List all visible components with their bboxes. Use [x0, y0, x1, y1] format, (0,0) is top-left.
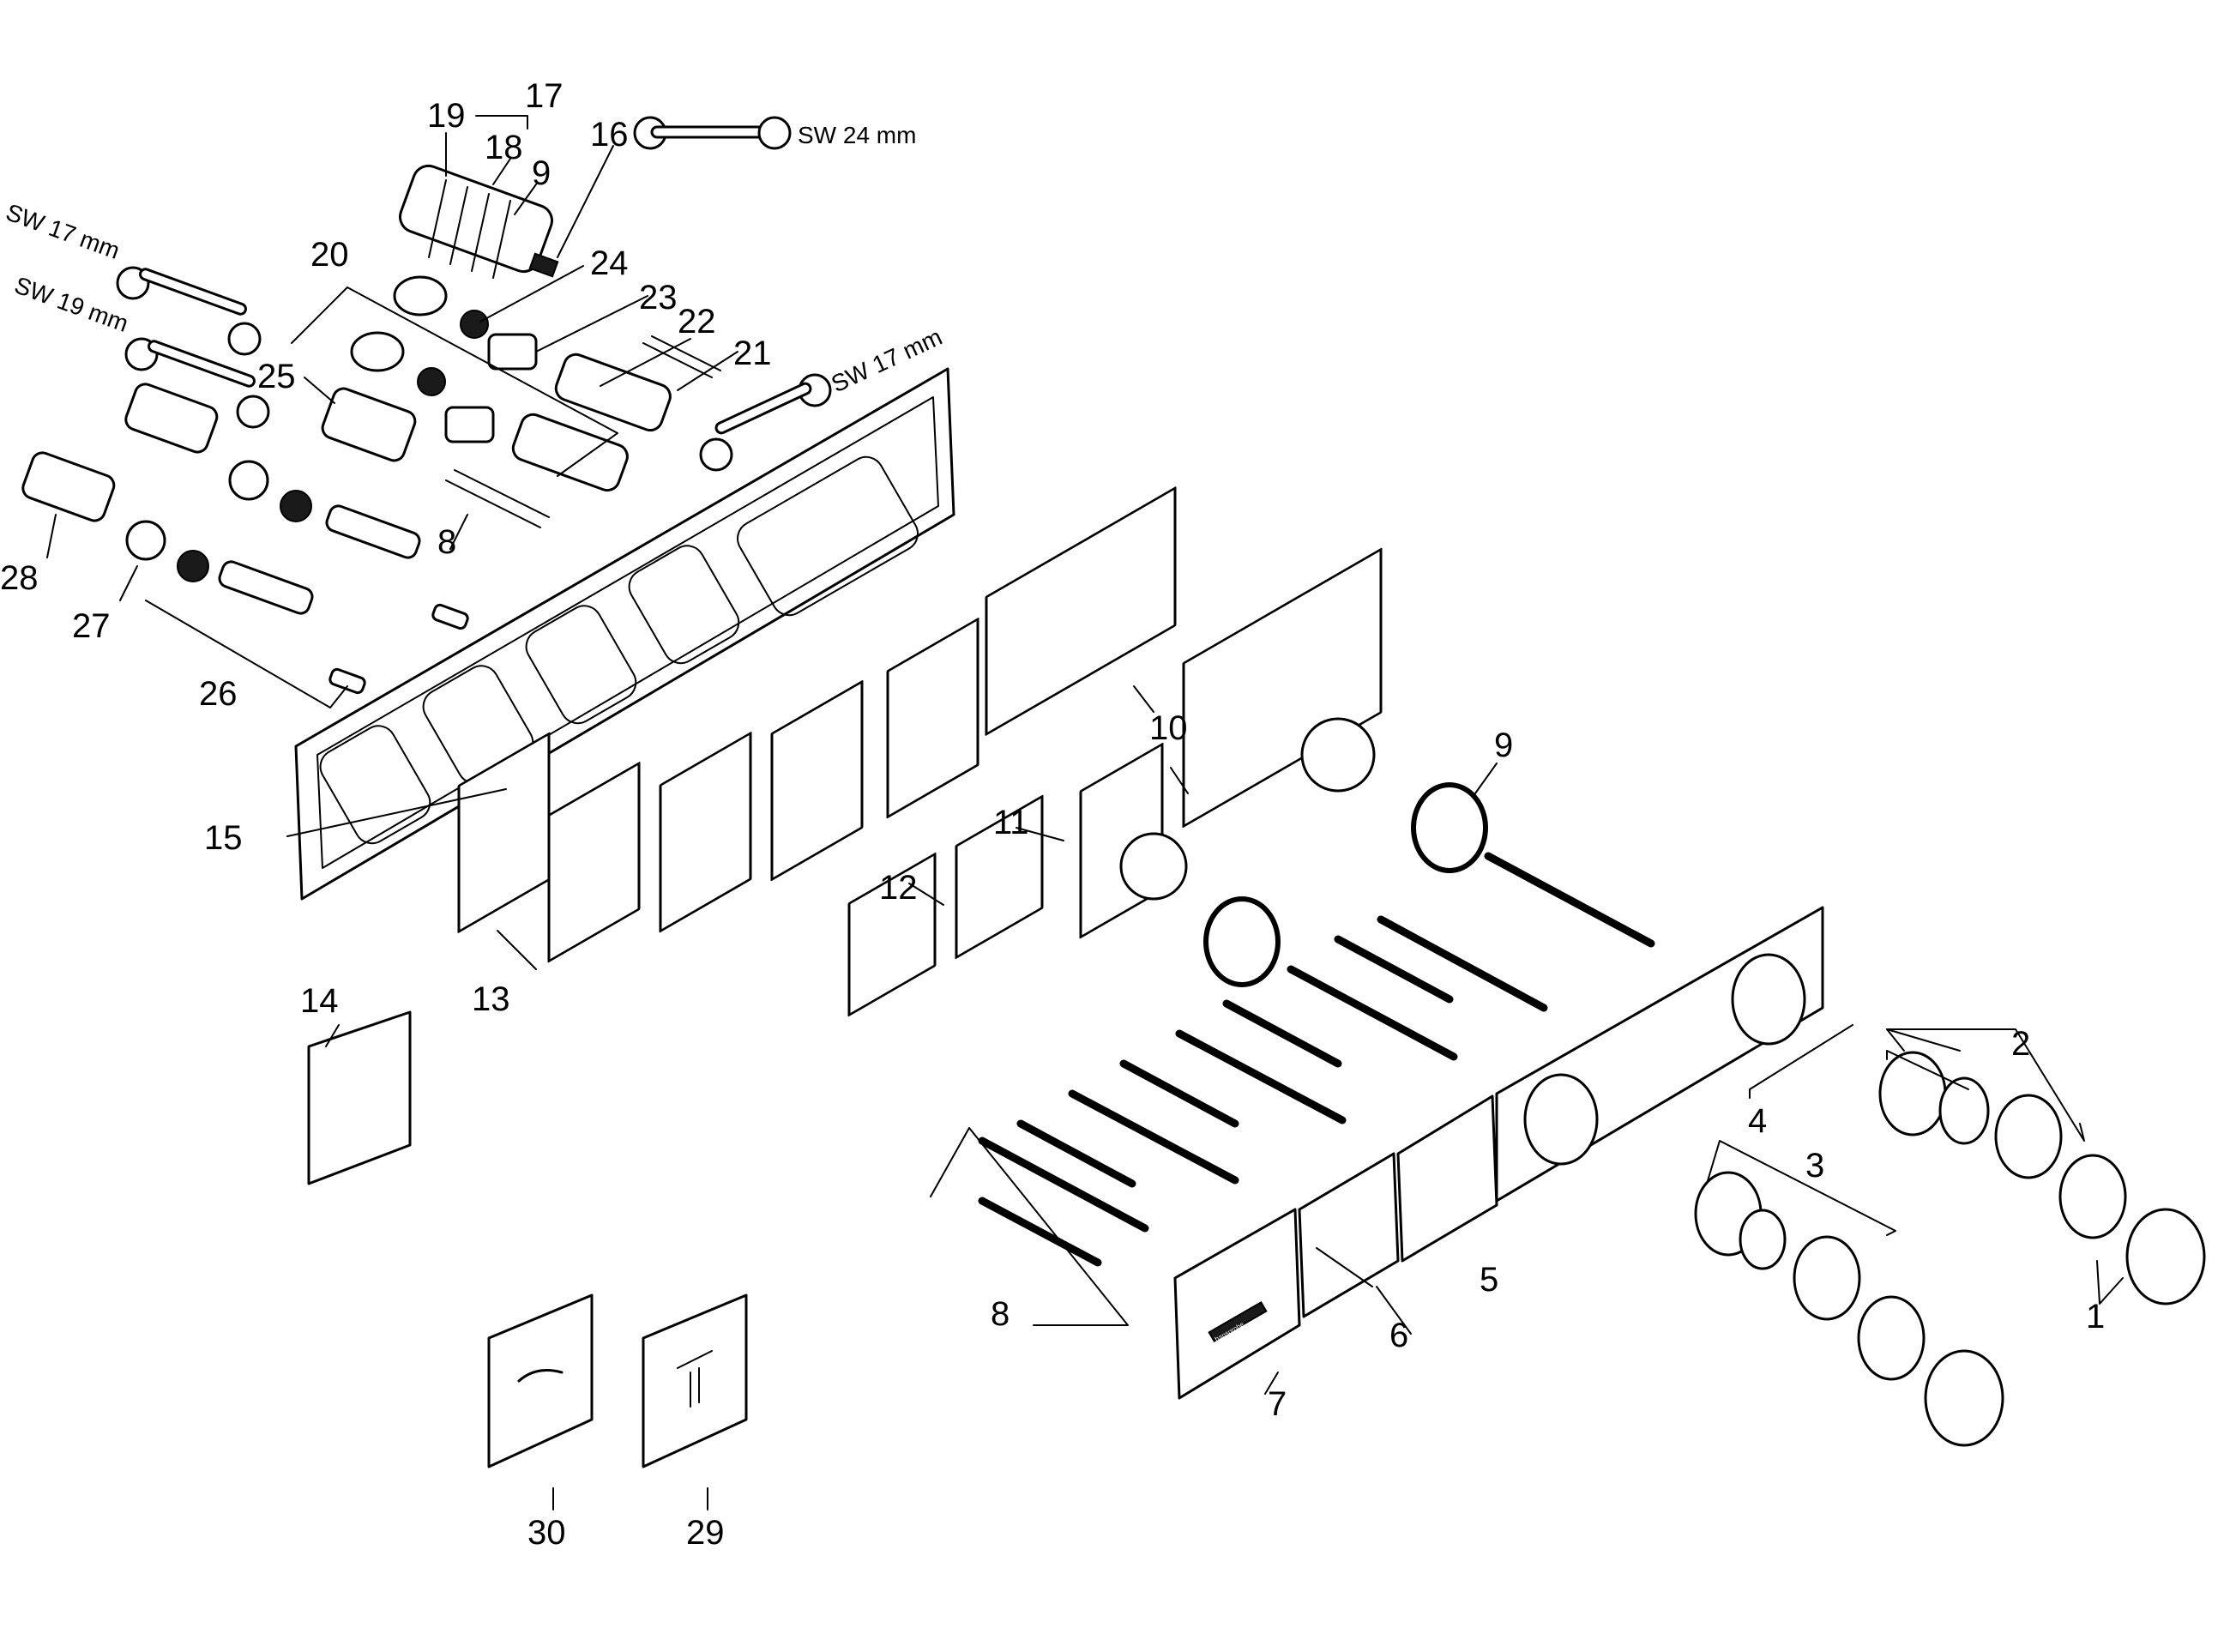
wrench-sw17-right [699, 373, 832, 472]
leader-lines [46, 115, 2124, 1510]
wrench-size-sw24: SW 24 mm [798, 122, 916, 148]
adapter-parts-group [321, 275, 721, 528]
seal-gaskets [457, 486, 1177, 963]
label-12: 12 [879, 869, 918, 907]
spare-buttons [487, 1293, 748, 1468]
valve-bases [1079, 547, 1383, 939]
label-22: 22 [678, 303, 716, 341]
label-2: 2 [2011, 1025, 2030, 1063]
label-24: 24 [590, 244, 629, 282]
label-10: 10 [1149, 709, 1188, 747]
label-1: 1 [2086, 1298, 2105, 1335]
label-26: 26 [199, 675, 238, 713]
service-cover [307, 1010, 412, 1185]
label-11: 11 [993, 804, 1029, 841]
part-number-labels: 19 17 18 9 16 20 24 23 22 21 25 8 28 27 … [0, 77, 2105, 1552]
label-19: 19 [427, 97, 466, 135]
o-ring-lower [1203, 896, 1281, 987]
screw-row [978, 852, 1655, 1267]
label-6: 6 [1389, 1317, 1408, 1354]
label-21: 21 [733, 335, 772, 372]
label-8-bottom: 8 [991, 1295, 1010, 1333]
main-valve-cartridge [399, 164, 559, 279]
screws-set [978, 852, 1655, 1267]
label-9-right: 9 [1494, 727, 1513, 764]
label-17: 17 [525, 77, 564, 115]
label-29: 29 [686, 1514, 725, 1552]
o-ring-upper [1411, 782, 1488, 873]
label-5: 5 [1480, 1261, 1498, 1299]
label-25: 25 [257, 358, 296, 395]
label-3: 3 [1805, 1147, 1824, 1185]
label-7: 7 [1268, 1385, 1287, 1423]
label-18: 18 [485, 129, 523, 166]
label-9-top: 9 [532, 154, 551, 192]
trim-and-handles [1694, 1051, 2206, 1447]
cover-panels: hansgrohe [1173, 906, 1824, 1400]
wrench-size-sw17-left: SW 17 mm [3, 199, 124, 264]
label-15: 15 [204, 819, 243, 857]
label-28: 28 [0, 559, 39, 597]
label-30: 30 [527, 1514, 566, 1552]
wrench-sw19 [124, 337, 270, 429]
wrench-size-sw19: SW 19 mm [11, 272, 132, 337]
label-16: 16 [590, 116, 629, 154]
label-14: 14 [300, 982, 339, 1020]
label-4: 4 [1748, 1102, 1767, 1140]
mounting-plates [847, 794, 1044, 1017]
wrench-sw24 [633, 116, 792, 150]
label-13: 13 [472, 980, 510, 1018]
label-8-top: 8 [437, 523, 456, 561]
label-20: 20 [310, 236, 349, 274]
label-27: 27 [72, 607, 111, 645]
label-23: 23 [639, 279, 678, 317]
wrench-sw17-left [116, 266, 262, 356]
